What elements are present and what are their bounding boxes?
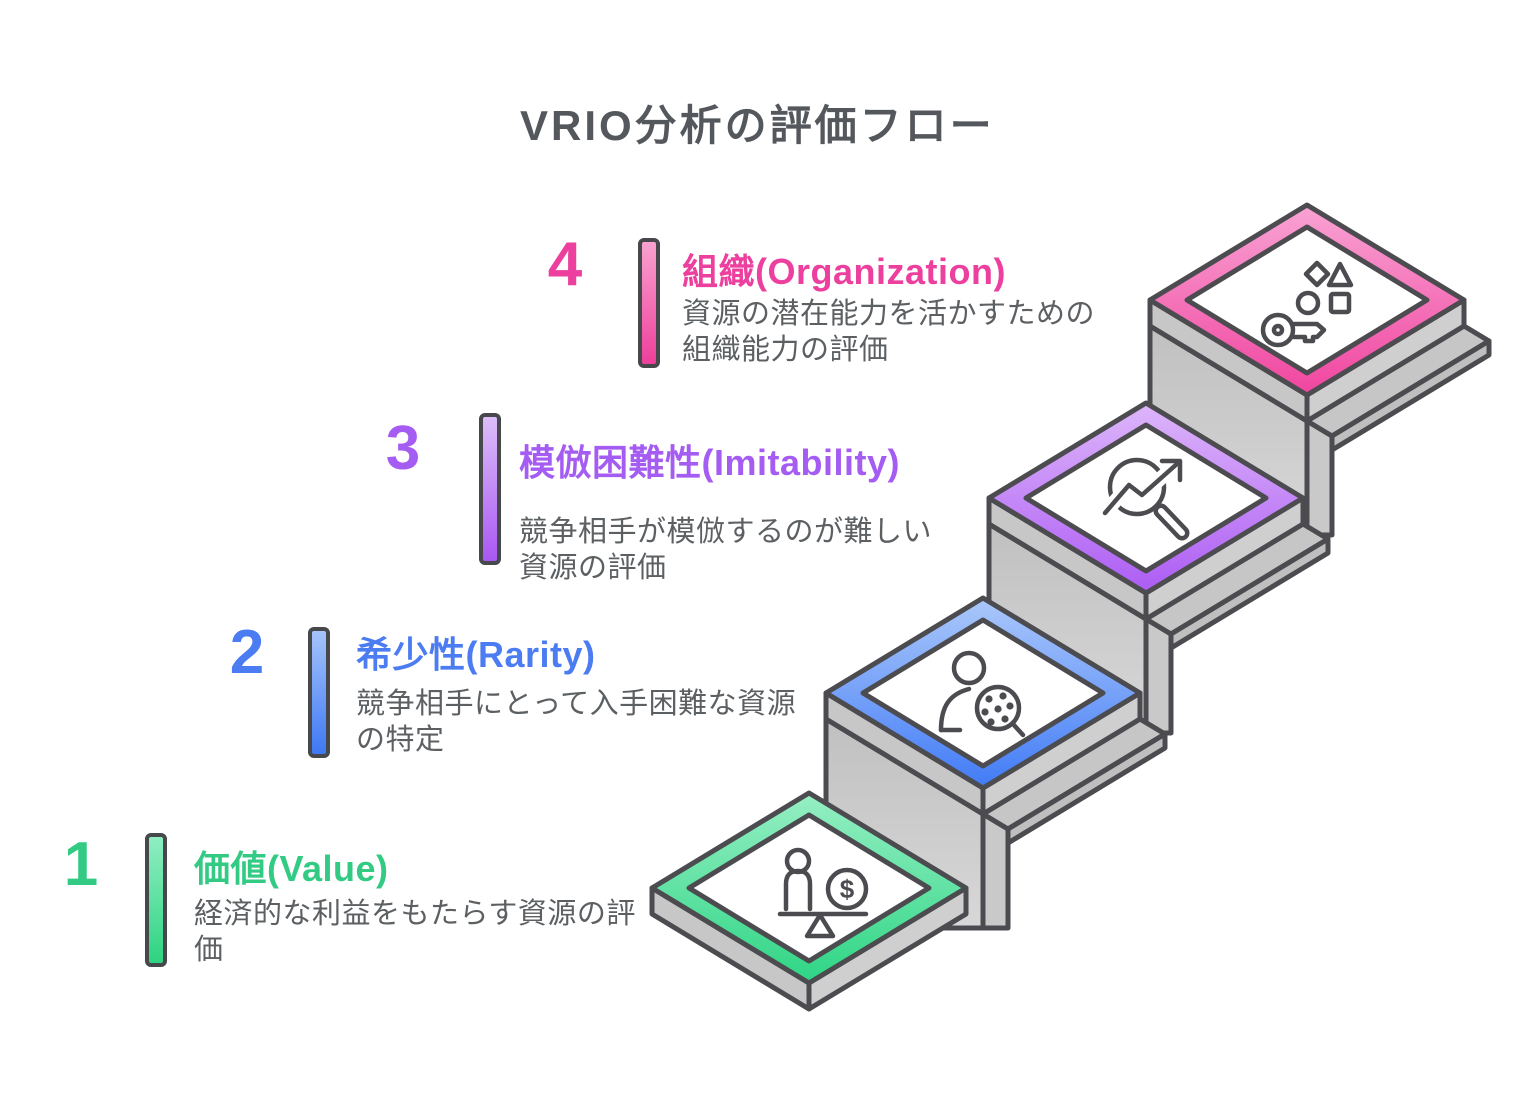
- circle-shape-icon: [1295, 290, 1321, 316]
- key-shaft: [1291, 321, 1327, 344]
- square-shape-icon: [1328, 291, 1352, 315]
- step-2-heading: 希少性(Rarity): [356, 634, 596, 675]
- lens-dots: [981, 692, 1014, 726]
- person-shoulder: [938, 686, 972, 733]
- step-4-description: 資源の潜在能力を活かすための組織能力の評価: [682, 298, 1096, 366]
- person-money-balance-icon: $: [777, 847, 869, 939]
- stair-step-1: $: [649, 790, 969, 1012]
- step-2-accent-bar: [308, 627, 330, 758]
- rare-person-search-icon: [938, 650, 1026, 738]
- step-3-number: 3: [385, 414, 421, 483]
- step-1-accent-bar: [145, 833, 167, 967]
- person-head: [951, 650, 987, 686]
- step-3-accent-bar: [479, 413, 501, 565]
- step-1-description: 経済的な利益をもたらす資源の評価: [194, 898, 636, 966]
- magnifier-handle: [1010, 721, 1026, 738]
- balance-fulcrum: [804, 912, 836, 939]
- diamond-shape-icon: [1303, 260, 1331, 288]
- person-body: [783, 868, 813, 912]
- step-3-heading: 模倣困難性(Imitability): [519, 442, 901, 483]
- key-hole: [1271, 323, 1285, 337]
- step-1-heading: 価値(Value): [194, 848, 389, 889]
- step-2-description: 競争相手にとって入手困難な資源の特定: [356, 688, 797, 756]
- step-2-number: 2: [229, 618, 265, 687]
- dollar-coin: [825, 867, 869, 911]
- page-title: VRIO分析の評価フロー: [520, 102, 995, 149]
- stair-step-4: [1147, 202, 1492, 538]
- key-bow: [1260, 312, 1296, 348]
- triangle-shape-icon: [1326, 261, 1354, 288]
- dollar-sign: $: [840, 874, 855, 904]
- step-3-description: 競争相手が模倣するのが難しい資源の評価: [519, 516, 933, 584]
- step-4-accent-bar: [638, 238, 660, 368]
- step-1-number: 1: [63, 830, 99, 899]
- key-shapes-icon: [1260, 260, 1354, 348]
- step-4-heading: 組織(Organization): [682, 251, 1006, 292]
- stair-step-3: [986, 400, 1331, 736]
- tile-4-face: [1184, 224, 1430, 376]
- trend-magnifier-icon: [1098, 456, 1190, 541]
- step-4-number: 4: [547, 230, 583, 299]
